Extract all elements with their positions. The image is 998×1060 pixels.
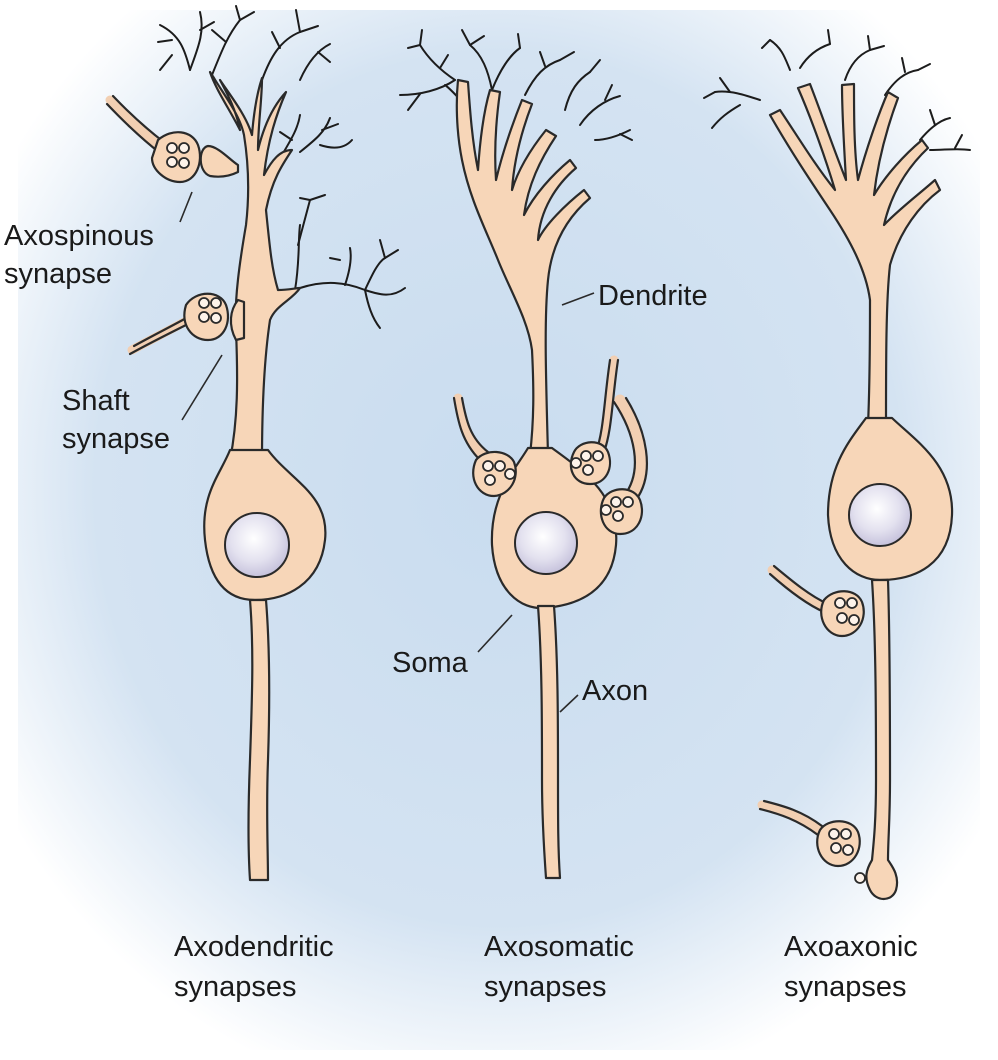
leader-axon bbox=[559, 694, 579, 713]
vesicle bbox=[166, 156, 178, 168]
vesicle bbox=[484, 474, 496, 486]
axon-axodendritic bbox=[247, 598, 271, 882]
vesicle bbox=[592, 450, 604, 462]
label-axospinous-line1: Axospinous bbox=[4, 220, 154, 252]
vesicle bbox=[166, 142, 178, 154]
label-shaft-line2: synapse bbox=[62, 423, 170, 455]
vesicle bbox=[178, 142, 190, 154]
vesicle bbox=[840, 828, 852, 840]
shaft-bulge bbox=[229, 298, 246, 342]
vesicle bbox=[834, 597, 846, 609]
vesicle bbox=[854, 872, 866, 884]
vesicle bbox=[842, 844, 854, 856]
vesicle bbox=[582, 464, 594, 476]
dendrite-trunk bbox=[208, 70, 302, 462]
leader-soma bbox=[477, 614, 513, 653]
vesicle bbox=[482, 460, 494, 472]
leader-dendrite bbox=[561, 292, 595, 306]
nucleus-axoaxonic bbox=[848, 483, 912, 547]
axon-axosomatic bbox=[536, 604, 562, 880]
vesicle bbox=[198, 297, 210, 309]
axon-fiber-right bbox=[595, 355, 619, 455]
dendrite-trunk bbox=[455, 78, 592, 457]
vesicle bbox=[622, 496, 634, 508]
label-axon: Axon bbox=[582, 675, 648, 707]
neuron-axoaxonic bbox=[703, 29, 971, 901]
label-soma: Soma bbox=[392, 647, 469, 679]
dendrite-twigs bbox=[157, 5, 406, 329]
vesicle bbox=[210, 312, 222, 324]
neuron-axosomatic bbox=[399, 29, 648, 880]
axon-axoaxonic bbox=[865, 578, 899, 901]
caption-axoaxonic-line1: Axoaxonic bbox=[784, 931, 918, 963]
presynaptic-bouton-axospinous bbox=[150, 131, 202, 184]
caption-axosomatic-line2: synapses bbox=[484, 971, 607, 1003]
vesicle bbox=[494, 460, 506, 472]
vesicle bbox=[828, 828, 840, 840]
vesicle bbox=[570, 457, 582, 469]
axon-fiber-lower bbox=[757, 800, 825, 835]
leader-axospinous bbox=[179, 191, 193, 223]
vesicle bbox=[846, 597, 858, 609]
vesicle bbox=[610, 496, 622, 508]
vesicle bbox=[612, 510, 624, 522]
caption-axodendritic-line1: Axodendritic bbox=[174, 931, 334, 963]
label-dendrite: Dendrite bbox=[598, 280, 708, 312]
dendrite-twigs bbox=[703, 29, 971, 151]
axon-fiber-left bbox=[453, 393, 489, 461]
vesicle bbox=[580, 450, 592, 462]
dendritic-spine bbox=[199, 144, 240, 178]
vesicle bbox=[504, 468, 516, 480]
axon-fiber-shaft bbox=[127, 315, 193, 355]
vesicle bbox=[178, 157, 190, 169]
caption-axosomatic-line1: Axosomatic bbox=[484, 931, 634, 963]
vesicle bbox=[600, 504, 612, 516]
label-shaft-line1: Shaft bbox=[62, 385, 130, 417]
caption-axoaxonic-line2: synapses bbox=[784, 971, 907, 1003]
caption-axodendritic-line2: synapses bbox=[174, 971, 297, 1003]
vesicle bbox=[830, 842, 842, 854]
vesicle bbox=[836, 612, 848, 624]
vesicle bbox=[848, 614, 860, 626]
nucleus-axodendritic bbox=[224, 512, 290, 578]
dendrite-trunk bbox=[768, 82, 942, 427]
vesicle bbox=[198, 311, 210, 323]
vesicle bbox=[210, 297, 222, 309]
leader-shaft bbox=[181, 354, 223, 421]
neuron-axodendritic bbox=[105, 5, 406, 882]
label-axospinous-line2: synapse bbox=[4, 258, 112, 290]
nucleus-axosomatic bbox=[514, 511, 578, 575]
dendrite-twigs bbox=[399, 29, 633, 141]
